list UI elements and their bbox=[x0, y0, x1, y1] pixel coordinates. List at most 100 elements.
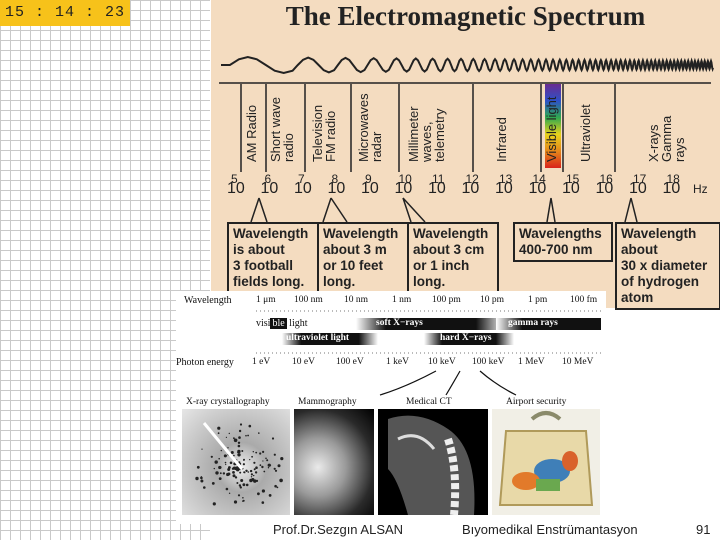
diffraction-spot bbox=[218, 457, 220, 460]
diffraction-spot bbox=[232, 474, 236, 478]
wavelength-tick: 100 nm bbox=[294, 295, 323, 305]
diffraction-spot bbox=[236, 482, 239, 484]
photon-energy-label: Photon energy bbox=[176, 357, 234, 368]
crystallography-image bbox=[182, 409, 290, 515]
wavelength-tick: 100 pm bbox=[432, 295, 461, 305]
diffraction-spot bbox=[273, 453, 276, 456]
wavelength-tick: 10 pm bbox=[480, 295, 505, 305]
diffraction-spot bbox=[217, 426, 221, 430]
ct-bone bbox=[397, 434, 436, 450]
axis-exponent: 6 bbox=[264, 172, 272, 186]
pointer-ct bbox=[445, 370, 461, 396]
wavelength-tick: 1 μm bbox=[256, 295, 276, 305]
axis-base: 10 bbox=[227, 180, 245, 197]
diffraction-spot bbox=[248, 424, 252, 428]
diffraction-spot bbox=[241, 450, 244, 452]
diffraction-spot bbox=[235, 466, 239, 471]
soft-xray-bar bbox=[356, 318, 506, 330]
axis-base: 10 bbox=[260, 180, 279, 197]
diffraction-spot bbox=[271, 437, 275, 440]
ct-soft-tissue bbox=[388, 415, 475, 515]
diffraction-spot bbox=[213, 467, 215, 470]
diffraction-spot bbox=[253, 474, 255, 477]
diffraction-spot bbox=[231, 467, 235, 470]
diffraction-spot bbox=[224, 461, 227, 464]
diffraction-spot bbox=[242, 484, 244, 486]
diffraction-spot bbox=[242, 499, 245, 502]
diffraction-spot bbox=[222, 472, 226, 475]
axis-base: 10 bbox=[495, 180, 513, 197]
visible-text-a: visi bbox=[256, 318, 271, 329]
bag-item-red bbox=[562, 451, 578, 471]
diffraction-spot bbox=[237, 494, 241, 497]
energy-tick: 100 keV bbox=[472, 357, 505, 367]
diffraction-spot bbox=[245, 469, 248, 472]
diffraction-spot bbox=[239, 486, 242, 489]
diffraction-spot bbox=[261, 465, 264, 469]
energy-tick: 100 eV bbox=[336, 357, 364, 367]
diffraction-spot bbox=[240, 479, 244, 482]
pointer-mammography bbox=[379, 370, 437, 396]
diffraction-spot bbox=[233, 437, 235, 440]
diffraction-spot bbox=[274, 469, 278, 472]
callout-tv: Wavelength about 3 m or 10 feet long. bbox=[317, 222, 409, 294]
wave-line bbox=[221, 55, 714, 75]
arrow-microwave bbox=[402, 197, 426, 223]
diffraction-spot bbox=[230, 451, 234, 454]
diffraction-spot bbox=[237, 444, 241, 448]
diffraction-spot bbox=[220, 449, 222, 452]
diffraction-spot bbox=[251, 455, 253, 458]
wave-illustration bbox=[221, 55, 714, 75]
visible-light-gradient bbox=[545, 84, 561, 168]
energy-tick: 1 keV bbox=[386, 357, 409, 367]
diffraction-spot bbox=[200, 476, 203, 480]
diffraction-spot bbox=[200, 476, 203, 478]
diffraction-spot bbox=[238, 436, 241, 439]
diffraction-spot bbox=[211, 482, 215, 485]
wavelength-label: Wavelength bbox=[184, 295, 232, 306]
diffraction-spot bbox=[214, 460, 218, 464]
band-ultraviolet: Ultraviolet bbox=[578, 104, 593, 162]
page-number: 91 bbox=[696, 522, 711, 537]
diffraction-spot bbox=[227, 447, 229, 449]
diffraction-spot bbox=[243, 458, 245, 461]
diffraction-spot bbox=[234, 476, 238, 479]
axis-unit: Hz bbox=[693, 182, 708, 196]
band-xrays-gamma: X-rays Gamma rays bbox=[646, 115, 687, 162]
diffraction-spot bbox=[217, 432, 220, 435]
diffraction-spot bbox=[269, 464, 272, 466]
axis-base: 10 bbox=[294, 180, 312, 197]
diffraction-spot bbox=[242, 483, 246, 487]
soft-xray-label: soft X−rays bbox=[376, 318, 423, 328]
diffraction-spot bbox=[226, 472, 230, 477]
diffraction-spot bbox=[259, 452, 262, 455]
axis-base: 10 bbox=[361, 180, 379, 197]
arrow-am bbox=[250, 197, 268, 223]
diffraction-spot bbox=[228, 432, 230, 435]
axis-exponent: 15 bbox=[566, 172, 580, 186]
diffraction-spot bbox=[239, 471, 242, 474]
ultraviolet-bar bbox=[282, 333, 378, 345]
diffraction-spot bbox=[261, 489, 265, 493]
axis-exponent: 12 bbox=[465, 172, 479, 186]
axis-exponent: 17 bbox=[633, 172, 647, 186]
callout-am: Wavelength is about 3 football fields lo… bbox=[227, 222, 319, 294]
axis-base: 10 bbox=[629, 180, 647, 197]
axis-exponent: 8 bbox=[331, 172, 339, 186]
app-label-ct: Medical CT bbox=[406, 397, 452, 407]
diffraction-spot bbox=[253, 461, 256, 464]
diffraction-spot bbox=[245, 483, 249, 487]
wavelength-tick: 100 fm bbox=[570, 295, 598, 305]
band-visible: Visible light bbox=[544, 96, 559, 162]
diffraction-spot bbox=[253, 468, 256, 471]
axis-exponent: 16 bbox=[599, 172, 613, 186]
diffraction-spot bbox=[215, 471, 219, 475]
axis-exponent: 14 bbox=[532, 172, 546, 186]
airport-security-image bbox=[492, 409, 600, 515]
diffraction-spot bbox=[277, 464, 281, 468]
bag-item-orange bbox=[512, 472, 540, 490]
wavelength-ruler bbox=[256, 310, 601, 312]
diffraction-spot bbox=[225, 455, 228, 457]
diffraction-spot bbox=[218, 466, 221, 469]
